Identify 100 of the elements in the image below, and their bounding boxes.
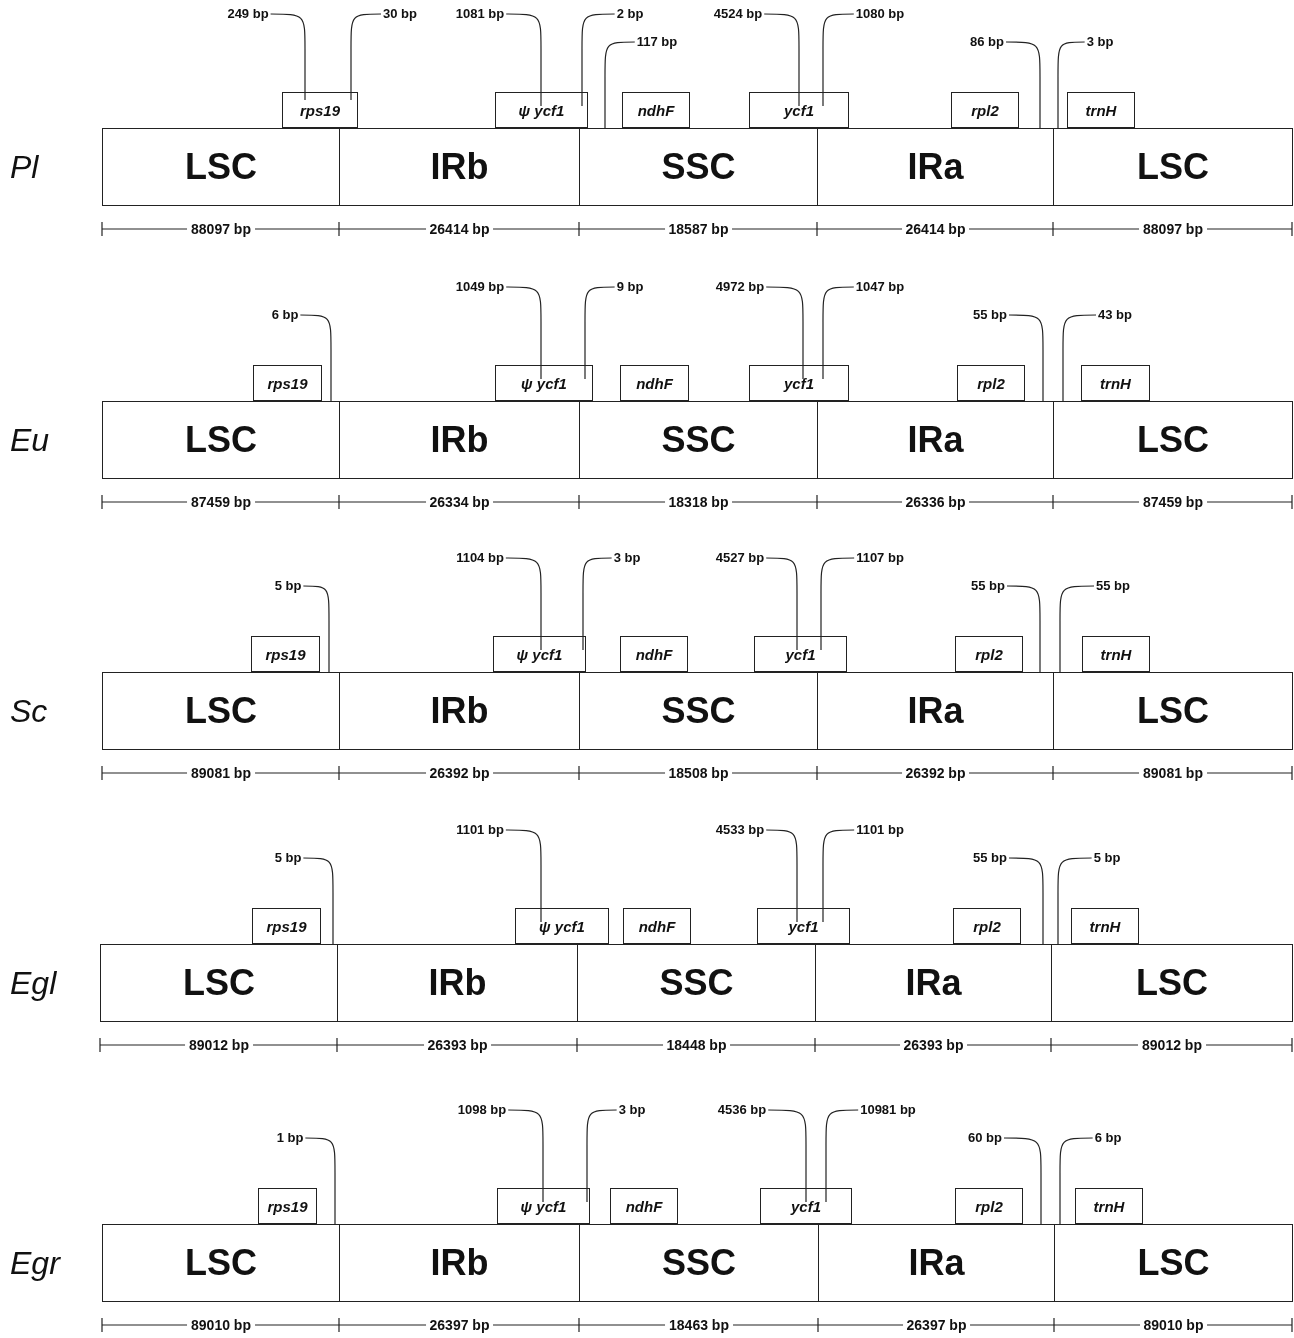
- gene-box: ycf1: [754, 636, 847, 672]
- region-box: IRb: [339, 672, 580, 750]
- region-box: LSC: [1053, 672, 1293, 750]
- length-value: 26393 bp: [423, 1037, 492, 1053]
- gene-box: ndhF: [620, 636, 688, 672]
- leader-line: [505, 13, 542, 107]
- gene-box: ycf1: [757, 908, 850, 944]
- region-box: LSC: [102, 401, 340, 479]
- length-label: 1101 bp: [856, 822, 904, 838]
- gene-box: rps19: [252, 908, 321, 944]
- length-label: 3 bp: [613, 550, 641, 566]
- length-value: 89010 bp: [1139, 1317, 1208, 1333]
- region-box: IRa: [817, 401, 1054, 479]
- species-label: Egl: [10, 965, 57, 1001]
- leader-line: [822, 286, 855, 380]
- length-label: 6 bp: [1094, 1130, 1122, 1146]
- length-value: 89010 bp: [187, 1317, 255, 1333]
- leader-line: [505, 557, 542, 651]
- region-box: IRb: [339, 401, 580, 479]
- length-value: 26397 bp: [902, 1317, 971, 1333]
- length-label: 3 bp: [618, 1102, 646, 1118]
- region-box: LSC: [1053, 128, 1293, 206]
- leader-line: [767, 1109, 807, 1203]
- length-value: 26393 bp: [899, 1037, 968, 1053]
- gene-box: rpl2: [955, 636, 1023, 672]
- length-label: 4533 bp: [715, 822, 765, 838]
- length-value: 26336 bp: [901, 494, 970, 510]
- region-box: LSC: [1054, 1224, 1293, 1302]
- leader-line: [1057, 41, 1086, 129]
- length-value: 26397 bp: [425, 1317, 494, 1333]
- leader-line: [507, 1109, 544, 1203]
- length-label: 55 bp: [973, 307, 1007, 323]
- length-label: 5 bp: [1093, 850, 1121, 866]
- leader-line: [822, 829, 855, 923]
- region-box: SSC: [579, 1224, 819, 1302]
- length-value: 18587 bp: [664, 221, 733, 237]
- length-value: 26392 bp: [901, 765, 970, 781]
- region-box: IRa: [817, 672, 1054, 750]
- length-value: 26414 bp: [901, 221, 970, 237]
- species-label: Eu: [10, 422, 50, 458]
- leader-line: [299, 314, 332, 402]
- species-label: Pl: [10, 149, 39, 185]
- length-label: 1107 bp: [856, 550, 904, 566]
- length-label: 55 bp: [971, 578, 1005, 594]
- length-value: 26414 bp: [425, 221, 494, 237]
- length-value: 26334 bp: [425, 494, 494, 510]
- region-box: LSC: [1053, 401, 1293, 479]
- leader-line: [765, 286, 804, 380]
- length-label: 1047 bp: [855, 279, 905, 295]
- gene-box: rpl2: [955, 1188, 1023, 1224]
- gene-box: rpl2: [951, 92, 1019, 128]
- length-label: 1049 bp: [455, 279, 505, 295]
- length-label: 249 bp: [227, 6, 269, 22]
- region-box: SSC: [577, 944, 816, 1022]
- leader-line: [1008, 857, 1044, 945]
- region-box: SSC: [579, 672, 818, 750]
- species-label: Egr: [10, 1245, 60, 1281]
- species-label: Sc: [10, 693, 48, 729]
- length-label: 55 bp: [973, 850, 1007, 866]
- gene-box: ψ ycf1: [495, 365, 593, 401]
- leader-line: [1008, 314, 1044, 402]
- gene-box: trnH: [1075, 1188, 1143, 1224]
- gene-box: ndhF: [620, 365, 689, 401]
- leader-line: [350, 13, 382, 101]
- leader-line: [302, 857, 334, 945]
- length-value: 18508 bp: [664, 765, 733, 781]
- leader-line: [270, 13, 306, 101]
- gene-box: ψ ycf1: [515, 908, 609, 944]
- length-value: 18463 bp: [665, 1317, 733, 1333]
- length-label: 55 bp: [1096, 578, 1130, 594]
- region-box: SSC: [579, 128, 818, 206]
- gene-box: ycf1: [749, 365, 849, 401]
- length-value: 89012 bp: [185, 1037, 253, 1053]
- length-value: 26392 bp: [425, 765, 494, 781]
- region-box: IRb: [337, 944, 578, 1022]
- region-box: IRa: [815, 944, 1052, 1022]
- length-value: 18318 bp: [664, 494, 733, 510]
- gene-box: rps19: [253, 365, 322, 401]
- region-box: LSC: [102, 1224, 340, 1302]
- length-value: 87459 bp: [1139, 494, 1207, 510]
- leader-line: [584, 286, 616, 380]
- length-label: 9 bp: [616, 279, 644, 295]
- leader-line: [1003, 1137, 1042, 1225]
- leader-line: [505, 829, 542, 923]
- length-label: 4524 bp: [713, 6, 763, 22]
- length-label: 1080 bp: [855, 6, 905, 22]
- leader-line: [822, 13, 855, 107]
- leader-line: [1059, 1137, 1094, 1225]
- region-box: SSC: [579, 401, 818, 479]
- gene-box: ndhF: [610, 1188, 678, 1224]
- gene-box: ycf1: [760, 1188, 852, 1224]
- leader-line: [582, 557, 613, 651]
- length-label: 5 bp: [274, 578, 302, 594]
- length-value: 87459 bp: [187, 494, 255, 510]
- gene-box: rpl2: [953, 908, 1021, 944]
- leader-line: [765, 829, 798, 923]
- length-label: 86 bp: [970, 34, 1004, 50]
- gene-box: rps19: [282, 92, 358, 128]
- leader-line: [1057, 857, 1093, 945]
- leader-line: [763, 13, 800, 107]
